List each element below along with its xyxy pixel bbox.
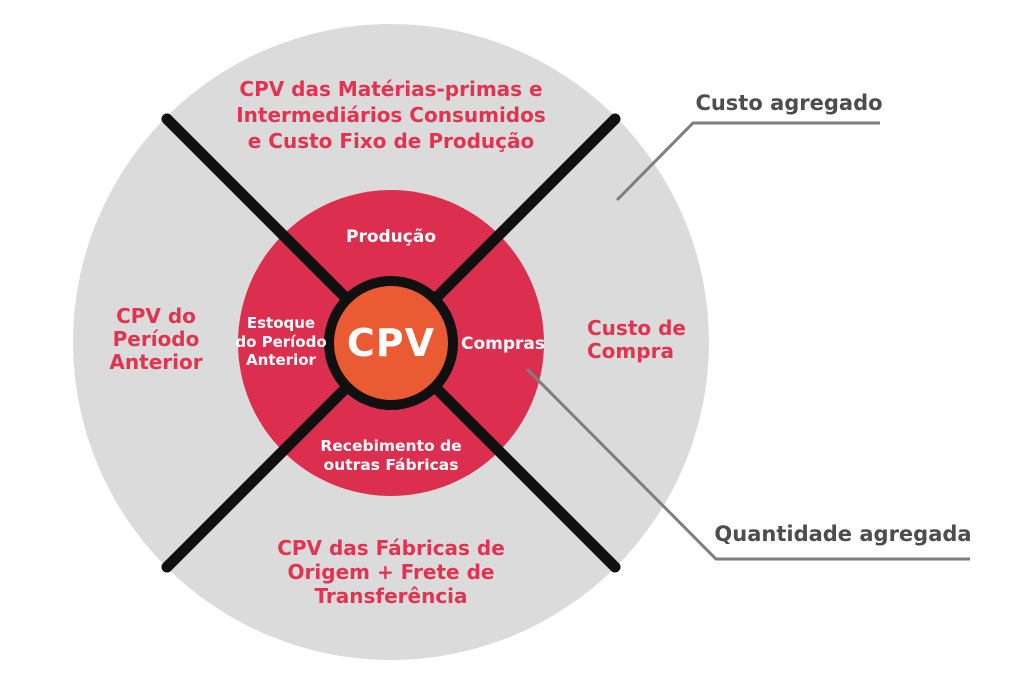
outer-quadrant-label-bottom: CPV das Fábricas de Origem + Frete de Tr…	[277, 536, 505, 608]
outer-quadrant-label-top: CPV das Matérias-primas e Intermediários…	[236, 77, 546, 153]
center-cpv-label: CPV	[346, 321, 436, 365]
outer-quadrant-label-right: Custo de Compra	[587, 316, 686, 363]
callout-custo-agregado: Custo agregado	[695, 91, 883, 115]
center-circle	[334, 286, 448, 400]
outer-quadrant-label-left: CPV do Período Anterior	[109, 304, 203, 374]
callout-connector-top	[615, 121, 880, 202]
inner-quadrant-label-compras: Compras	[460, 334, 546, 354]
inner-quadrant-label-recebimento: Recebimento de outras Fábricas	[320, 437, 462, 474]
callout-quantidade-agregada: Quantidade agregada	[714, 522, 972, 546]
callout-connector-bottom	[525, 367, 970, 561]
inner-quadrant-label-estoque: Estoque do Período Anterior	[235, 314, 327, 369]
inner-quadrant-label-producao: Produção	[345, 227, 437, 247]
